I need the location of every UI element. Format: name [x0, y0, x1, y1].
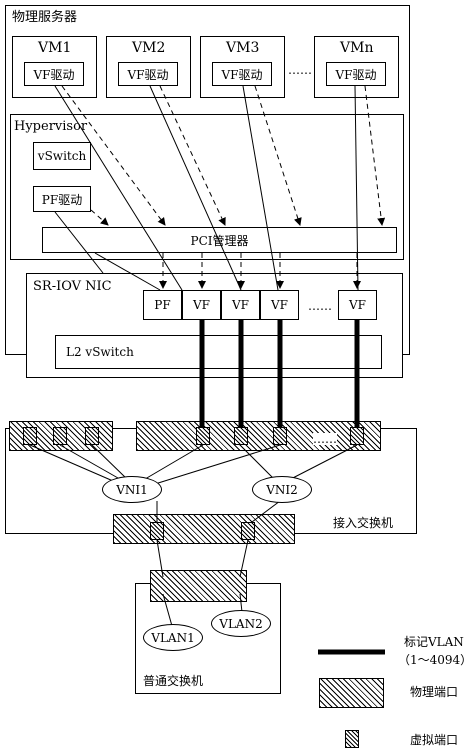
virtual-port-6: [273, 427, 287, 445]
sriov-nic-label: SR-IOV NIC: [33, 279, 112, 294]
vf-driver-2: VF驱动: [118, 62, 178, 86]
virtual-port-8: [150, 522, 164, 540]
vm-ellipsis: ……: [288, 63, 312, 77]
pf-driver-box: PF驱动: [33, 186, 91, 212]
nic-ellipsis: ……: [308, 299, 332, 313]
access-ellipsis: ……: [313, 432, 337, 446]
physical-port-normal: [150, 570, 247, 602]
hypervisor-label: Hypervisor: [14, 119, 88, 134]
l2-vswitch-label: L2 vSwitch: [66, 345, 134, 359]
virtual-port-1: [23, 427, 37, 445]
physical-port-bottom: [113, 514, 295, 544]
normal-switch-label: 普通交换机: [143, 674, 204, 688]
vm-name-n: VMn: [340, 40, 374, 56]
legend-virtual-port-swatch: [345, 730, 359, 748]
vswitch-box: vSwitch: [33, 142, 91, 170]
legend-virtual-port-label: 虚拟端口: [410, 733, 459, 747]
vf-port-n: VF: [338, 290, 377, 320]
legend-tagged-vlan-label: 标记VLAN: [404, 635, 464, 649]
vni2-node: VNI2: [252, 476, 312, 503]
vm-name-1: VM1: [38, 40, 72, 56]
virtual-port-2: [53, 427, 67, 445]
legend-physical-port-label: 物理端口: [410, 685, 459, 699]
virtual-port-9: [241, 522, 255, 540]
vlan1-node: VLAN1: [143, 624, 203, 651]
virtual-port-7: [350, 427, 364, 445]
virtual-port-5: [234, 427, 248, 445]
pci-manager-box: PCI管理器: [42, 227, 397, 253]
vf-driver-3: VF驱动: [212, 62, 272, 86]
physical-port-right: [136, 421, 381, 451]
virtual-port-4: [196, 427, 210, 445]
virtual-port-3: [85, 427, 99, 445]
vm-name-3: VM3: [226, 40, 260, 56]
vf-driver-n: VF驱动: [326, 62, 386, 86]
vf-port-3: VF: [260, 290, 299, 320]
pf-port: PF: [143, 290, 182, 320]
access-switch-label: 接入交换机: [333, 516, 394, 530]
vf-port-1: VF: [182, 290, 221, 320]
vf-port-2: VF: [221, 290, 260, 320]
vf-driver-1: VF驱动: [24, 62, 84, 86]
vlan2-node: VLAN2: [211, 610, 271, 637]
vm-name-2: VM2: [132, 40, 166, 56]
vni1-node: VNI1: [102, 476, 162, 503]
legend-tagged-vlan-range: （1～4094）: [398, 653, 473, 667]
legend-physical-port-swatch: [319, 678, 384, 708]
physical-server-label: 物理服务器: [12, 10, 78, 25]
l2-vswitch-box: [55, 335, 382, 369]
